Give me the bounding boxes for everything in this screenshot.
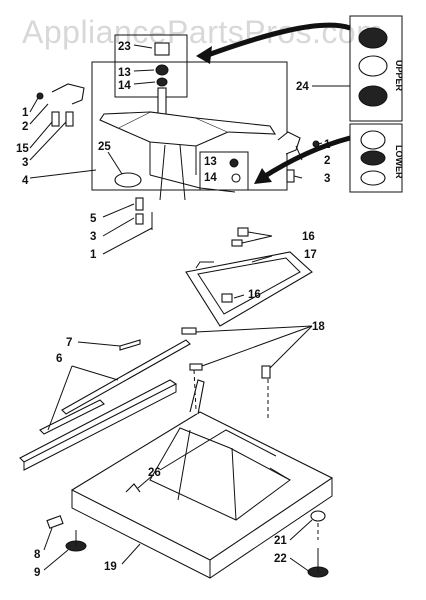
callout-25: 25 xyxy=(98,141,111,153)
part-16-clip-c xyxy=(221,293,233,303)
callout-1-right: 1 xyxy=(324,139,331,151)
part-8-foot-pad xyxy=(46,515,64,529)
callout-22: 22 xyxy=(274,553,287,565)
callout-2-right: 2 xyxy=(324,155,330,167)
part-3-bolt-left xyxy=(65,111,74,127)
part-16-clip-b xyxy=(231,239,243,247)
tub-ring-assembly xyxy=(185,227,313,327)
part-3-bolt-lower xyxy=(135,213,144,225)
callout-21: 21 xyxy=(274,535,287,547)
gearcase-assembly xyxy=(36,34,320,230)
callout-15: 15 xyxy=(16,143,29,155)
part-5-pad xyxy=(135,197,144,211)
callout-16-top: 16 xyxy=(302,231,315,243)
watermark-text: AppliancePartsPros.com xyxy=(22,14,384,50)
callout-4: 4 xyxy=(22,175,29,187)
upper-bearing-2 xyxy=(358,55,388,77)
callout-26: 26 xyxy=(148,467,161,479)
leader-lines xyxy=(29,44,350,573)
bearing-kits: UPPER LOWER xyxy=(196,15,404,193)
callout-14-top: 14 xyxy=(118,80,131,92)
callout-17: 17 xyxy=(304,249,317,261)
part-1-screw-left xyxy=(36,92,44,100)
upper-bearing-3 xyxy=(358,85,388,107)
callout-9: 9 xyxy=(34,567,40,579)
callout-3-left: 3 xyxy=(22,157,28,169)
part-23-cap xyxy=(154,42,170,56)
part-3-bolt-right xyxy=(286,169,295,183)
lower-bearing-1 xyxy=(360,130,386,150)
base-frame xyxy=(19,327,334,579)
part-14-seal xyxy=(156,77,168,87)
callout-13-top: 13 xyxy=(118,67,131,79)
callout-labels: 23 13 14 24 1 2 15 3 4 25 13 14 1 2 3 5 … xyxy=(16,41,331,579)
callout-1-lower: 1 xyxy=(90,249,97,261)
part-16-clip-a xyxy=(237,227,249,237)
callout-24: 24 xyxy=(296,81,309,93)
callout-19: 19 xyxy=(104,561,117,573)
callout-7: 7 xyxy=(66,337,72,349)
part-18-clip-c xyxy=(261,365,271,379)
part-15-spring xyxy=(51,111,60,127)
lower-bearing-3 xyxy=(360,170,386,186)
callout-8: 8 xyxy=(34,549,41,561)
part-6-rail-lower xyxy=(39,399,105,435)
callout-16-inner: 16 xyxy=(248,289,261,301)
part-18-clip-b xyxy=(189,363,203,371)
upper-arrow xyxy=(204,22,351,59)
callout-3-right: 3 xyxy=(324,173,330,185)
part-26-clip xyxy=(125,483,141,493)
center-post xyxy=(189,379,205,415)
part-21-nut xyxy=(310,510,326,522)
part-18-clip-a xyxy=(181,327,197,335)
part-7-bracket xyxy=(119,339,141,351)
part-2-clip-right xyxy=(277,131,301,155)
callout-18: 18 xyxy=(312,321,325,333)
callout-14-inset: 14 xyxy=(204,172,217,184)
callout-3-lower: 3 xyxy=(90,231,96,243)
upper-bearing-1 xyxy=(358,27,388,49)
callout-23: 23 xyxy=(118,41,131,53)
callout-6: 6 xyxy=(56,353,62,365)
part-2-clip-left xyxy=(51,83,85,105)
callout-2-left: 2 xyxy=(22,121,28,133)
part-6-rail-upper xyxy=(61,339,191,415)
part-13-seal xyxy=(155,64,169,76)
lower-arrow xyxy=(260,135,351,181)
lower-bearing-2 xyxy=(360,150,386,166)
lower-label: LOWER xyxy=(394,145,404,179)
upper-label: UPPER xyxy=(394,60,404,92)
callout-13-inset: 13 xyxy=(204,156,217,168)
callout-1-left: 1 xyxy=(22,107,29,119)
part-25-seal-ring xyxy=(114,172,142,188)
callout-5: 5 xyxy=(90,213,97,225)
